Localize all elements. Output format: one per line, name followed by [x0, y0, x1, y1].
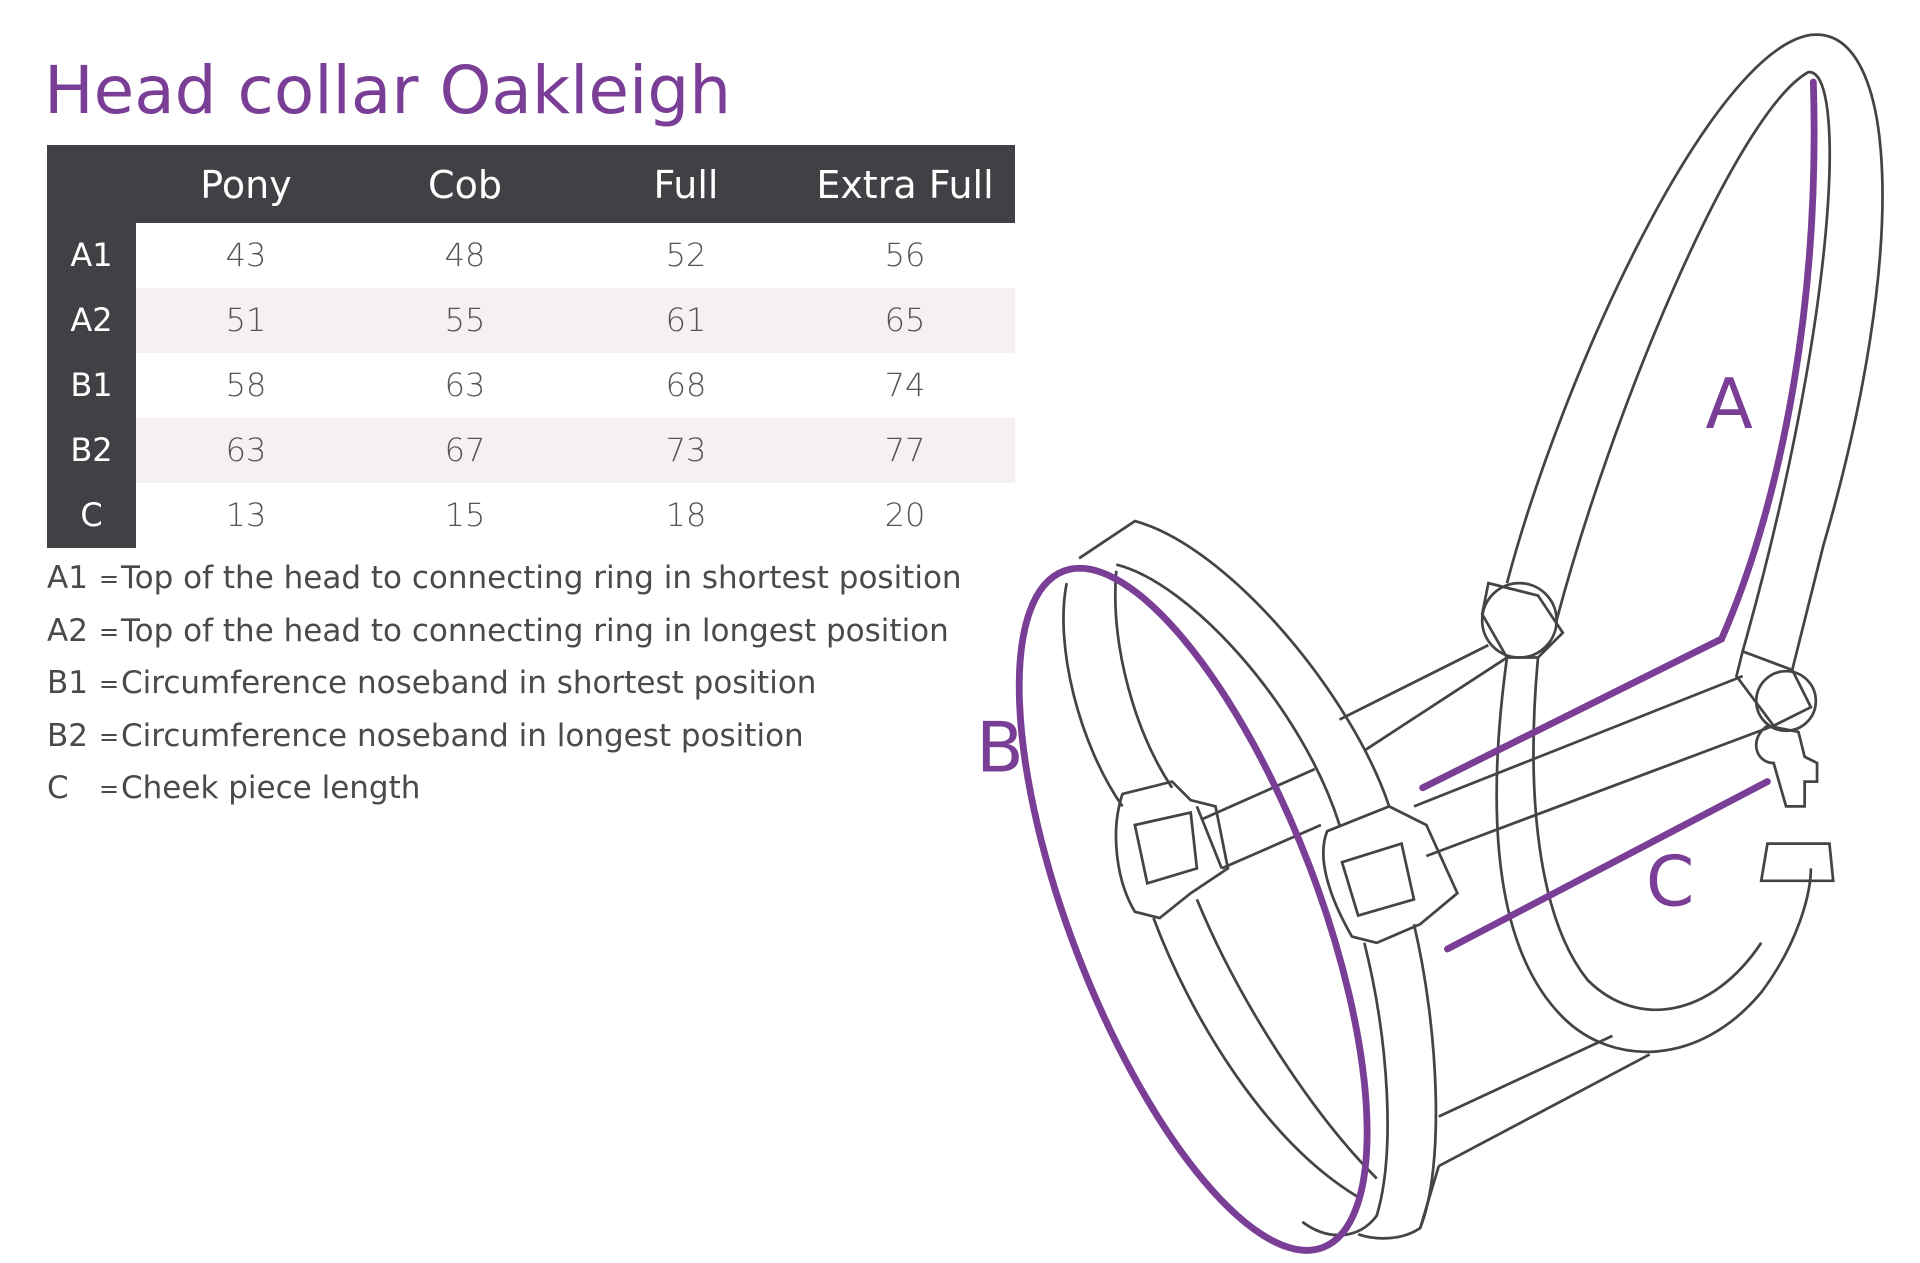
table-row: C 13 15 18 20 [47, 483, 1015, 548]
table-cell: 61 [665, 301, 707, 339]
measurement-c-line [1444, 778, 1771, 953]
table-cell: 63 [225, 431, 267, 469]
row-label: A2 [47, 288, 136, 353]
crown-strap-inner [1555, 70, 1832, 652]
lead-clip-icon [1754, 724, 1835, 883]
table-cell: 68 [665, 366, 707, 404]
table-cell: 55 [444, 301, 486, 339]
table-cell: 51 [225, 301, 267, 339]
noseband-lower [1152, 917, 1359, 1199]
table-row: A2 51 55 61 65 [47, 288, 1015, 353]
table-cell: 20 [884, 496, 926, 534]
legend-text: Top of the head to connecting ring in sh… [121, 560, 962, 596]
measurement-a-line [1419, 78, 1818, 792]
right-buckle-icon [1321, 804, 1460, 945]
table-cell: 73 [665, 431, 707, 469]
legend-equals: = [99, 722, 120, 751]
legend-key: A2 [47, 612, 88, 649]
legend-equals: = [99, 565, 120, 593]
table-cell: 52 [665, 236, 707, 274]
label-b: B [976, 709, 1024, 789]
legend-key: A1 [47, 560, 88, 596]
legend-equals: = [99, 775, 120, 803]
legend-key: B2 [47, 717, 88, 754]
legend-text: Cheek piece length [121, 770, 421, 806]
legend-equals: = [99, 670, 120, 698]
table-cell: 56 [884, 236, 926, 274]
row-label: B1 [47, 353, 136, 418]
column-header: Pony [200, 163, 292, 207]
size-table: Pony Cob Full Extra Full A1 43 48 52 56 … [47, 145, 1015, 548]
table-cell: 77 [884, 431, 926, 469]
table-cell: 18 [665, 496, 707, 534]
cheek-strap [1413, 674, 1775, 858]
upper-cheek-strap [1338, 643, 1508, 752]
table-row: B1 58 63 68 74 [47, 353, 1015, 418]
head-collar-outline [1062, 33, 1884, 1240]
row-label: C [47, 483, 136, 548]
table-cell: 43 [225, 236, 267, 274]
left-ring [1480, 581, 1558, 659]
table-header: Pony Cob Full Extra Full [47, 145, 1015, 223]
legend-equals: = [99, 617, 120, 646]
legend-key: C [47, 770, 69, 806]
measurement-b-loop [1015, 564, 1371, 1254]
table-cell: 58 [225, 366, 267, 404]
table-cell: 48 [444, 236, 486, 274]
table-row: B2 63 67 73 77 [47, 418, 1015, 483]
label-c: C [1646, 843, 1694, 923]
column-header: Full [653, 163, 719, 207]
table-row: A1 43 48 52 56 [47, 223, 1015, 288]
table-cell: 65 [884, 301, 926, 339]
table-cell: 15 [444, 496, 486, 534]
row-label: B2 [47, 418, 136, 483]
legend-text: Circumference noseband in longest positi… [121, 717, 804, 754]
table-cell: 67 [444, 431, 486, 469]
noseband-outer [1078, 519, 1391, 807]
chin-strap [1438, 1034, 1651, 1168]
table-cell: 63 [444, 366, 486, 404]
column-header: Extra Full [816, 163, 994, 207]
page-title: Head collar Oakleigh [44, 52, 732, 129]
legend-text: Top of the head to connecting ring in lo… [121, 612, 949, 649]
label-a: A [1705, 365, 1753, 445]
table-cell: 74 [884, 366, 926, 404]
legend-text: Circumference noseband in shortest posit… [121, 665, 817, 701]
throat-strap [1495, 657, 1813, 1054]
table-cell: 13 [225, 496, 267, 534]
crown-strap-outer [1505, 33, 1884, 671]
column-header: Cob [428, 163, 502, 207]
right-ring-junction [1734, 649, 1813, 728]
row-label: A1 [47, 223, 136, 288]
left-buckle-icon [1114, 780, 1230, 920]
legend-key: B1 [47, 665, 88, 701]
